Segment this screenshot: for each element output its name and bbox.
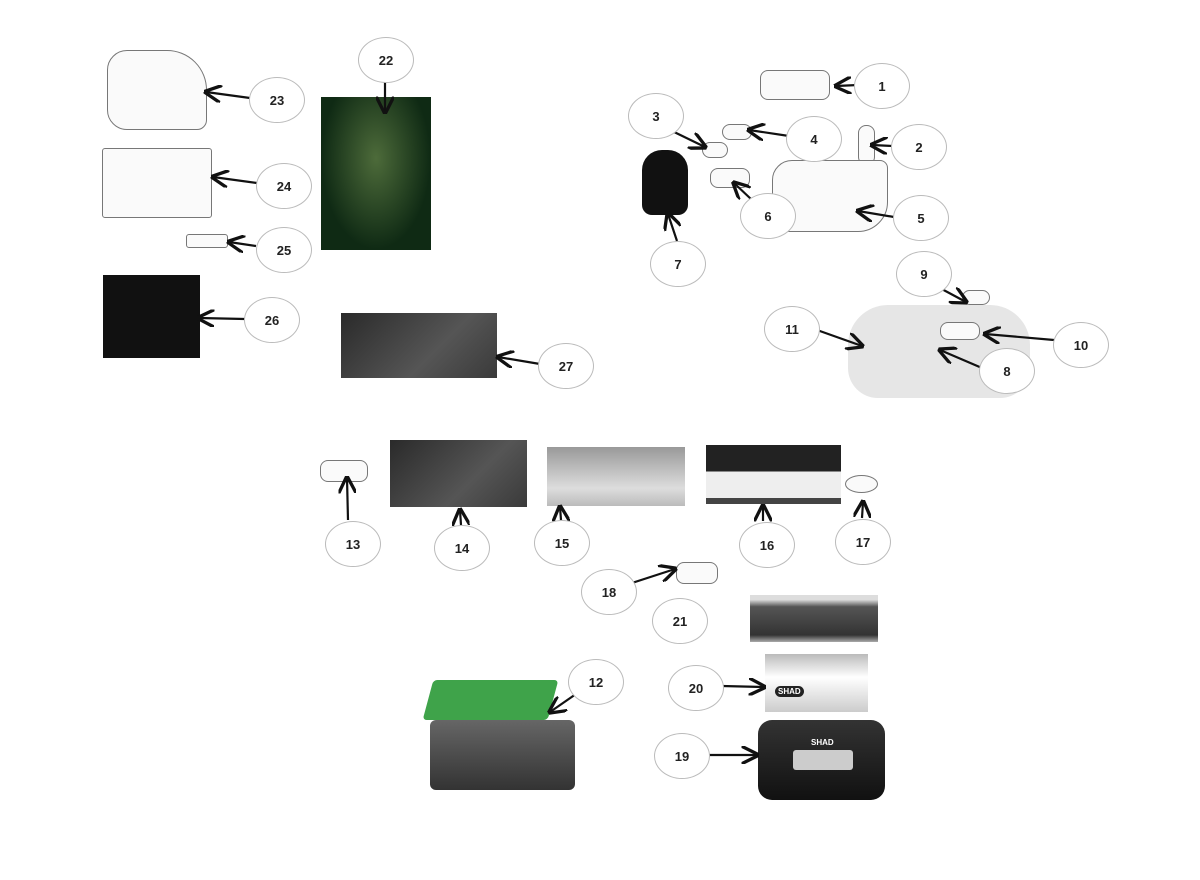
arrow-2 [872,145,894,146]
part-27-brackets-photo [341,313,497,378]
arrow-24 [213,177,258,183]
arrow-26 [199,318,246,319]
callout-12: 12 [568,659,624,705]
arrow-5 [858,211,895,217]
part-26-black-panel [103,275,200,358]
shad-logo: SHAD [775,686,804,697]
callout-18: 18 [581,569,637,615]
callout-16: 16 [739,522,795,568]
callout-9: 9 [896,251,952,297]
callout-7: 7 [650,241,706,287]
callout-20: 20 [668,665,724,711]
part-7-knob [642,150,688,215]
callout-2: 2 [891,124,947,170]
callout-10: 10 [1053,322,1109,368]
callout-24: 24 [256,163,312,209]
arrow-4 [749,130,790,136]
arrow-8 [940,350,983,370]
part-23-fairing [107,50,207,130]
arrow-7 [668,214,677,242]
callout-17: 17 [835,519,891,565]
callout-3: 3 [628,93,684,139]
shad-logo: SHAD [811,738,834,747]
arrow-27 [498,357,541,364]
part-15-plates-photo [547,447,685,506]
part-22-frame-photo [321,97,431,250]
part-10-plate [940,322,980,340]
callout-11: 11 [764,306,820,352]
arrow-25 [229,242,257,246]
callout-22: 22 [358,37,414,83]
callout-25: 25 [256,227,312,273]
arrow-10 [985,334,1055,340]
part-17-washer [845,475,878,493]
part-24-plate [102,148,212,218]
callout-27: 27 [538,343,594,389]
arrow-20 [721,686,764,687]
arrow-6 [734,183,753,201]
arrow-17 [862,502,863,519]
arrow-18 [631,569,675,585]
callout-5: 5 [893,195,949,241]
callout-23: 23 [249,77,305,123]
arrow-3 [669,129,705,147]
arrow-13 [347,478,348,521]
callout-21: 21 [652,598,708,644]
part-14-brackets-photo [390,440,527,507]
arrow-15 [560,507,561,520]
arrow-11 [816,328,862,346]
callout-1: 1 [854,63,910,109]
callout-14: 14 [434,525,490,571]
arrow-23 [206,92,251,98]
part-19-top-case-photo: SHAD [758,720,885,800]
callout-4: 4 [786,116,842,162]
callout-6: 6 [740,193,796,239]
callout-26: 26 [244,297,300,343]
callout-13: 13 [325,521,381,567]
part-20-lid-cover-photo: SHAD [765,654,868,712]
arrow-14 [460,510,461,525]
callout-15: 15 [534,520,590,566]
part-21-backrest-photo [750,595,878,642]
case-lens [793,750,853,770]
arrow-12 [550,693,577,712]
callout-8: 8 [979,348,1035,394]
part-1-bracket [760,70,830,100]
callout-19: 19 [654,733,710,779]
part-12-top-case-diagram [430,720,575,790]
part-16-pad-photo [706,445,841,504]
